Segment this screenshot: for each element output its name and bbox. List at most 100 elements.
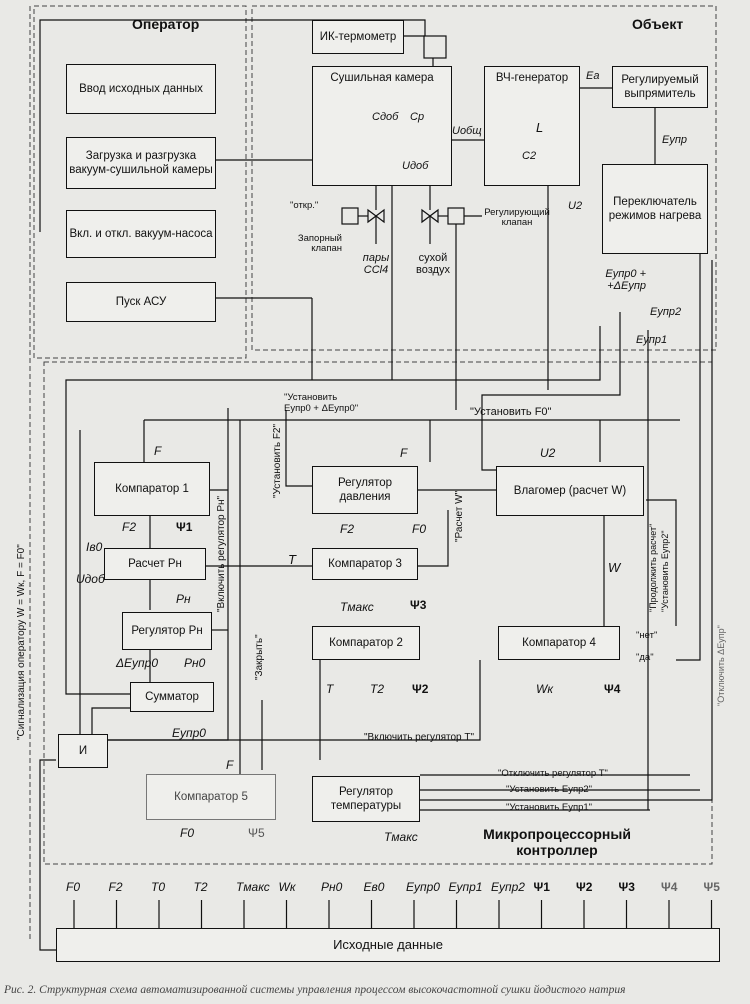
label-shutoff-valve: Запорный клапан <box>297 233 342 254</box>
label-control-valve: Регулирующий клапан <box>484 207 550 228</box>
label-cp: Cр <box>410 111 425 123</box>
label-set-eupr2-vertical: "Установить Eупр2" <box>660 530 670 612</box>
source-param-3: T2 <box>193 880 208 894</box>
comparator-5-box: Компаратор 5 <box>146 774 276 820</box>
label-T2-comp2: T2 <box>370 682 385 696</box>
rectifier-box: Регулируемый выпрямитель <box>612 66 708 108</box>
pn-regulator-box: Регулятор Pн <box>122 612 212 650</box>
label-pn0: Pн0 <box>184 656 206 670</box>
label-set-eupr1: "Установить Eупр1" <box>506 802 593 813</box>
label-de-upr0: ΔEупр0 <box>116 656 159 670</box>
label-wk: Wк <box>536 682 553 696</box>
label-uobsh: Uобщ <box>452 125 482 137</box>
source-param-7: Eв0 <box>363 880 385 894</box>
source-param-11: Ψ1 <box>533 880 550 894</box>
pressure-regulator-box: Регулятор давления <box>312 466 418 514</box>
comparator-2-box: Компаратор 2 <box>312 626 420 660</box>
label-F2: F2 <box>122 520 137 534</box>
section-operator-title: Оператор <box>132 16 200 32</box>
label-F-reg: F <box>400 446 408 460</box>
label-psi5: Ψ5 <box>248 826 265 840</box>
label-eupr1: Eупр1 <box>636 334 668 346</box>
label-c2: C2 <box>522 150 537 162</box>
label-set-eupr2: "Установить Eупр2" <box>506 784 593 795</box>
label-set-f2: "Установить F2" <box>272 423 283 498</box>
label-F0-pressure: F0 <box>412 522 427 536</box>
label-close: "Закрыть" <box>254 634 265 680</box>
label-T-comp2: T <box>326 682 334 696</box>
label-otkr: "откр." <box>290 200 319 211</box>
label-eupr0-de: Eупр0 + +ΔEупр <box>605 268 646 292</box>
label-set-eupr0-de0: "Установить Eупр0 + ΔEупр0" <box>284 392 359 414</box>
label-W: W <box>608 560 621 575</box>
label-ea: Eа <box>586 70 600 82</box>
label-disable-de: "Отключить ΔEупр" <box>716 625 726 706</box>
label-u2-moist: U2 <box>540 446 556 460</box>
section-object-title: Объект <box>632 16 684 32</box>
comparator-1-box: Компаратор 1 <box>94 462 210 516</box>
comparator-4-box: Компаратор 4 <box>498 626 620 660</box>
source-param-10: Eупр2 <box>491 880 525 894</box>
label-u2: U2 <box>568 200 583 212</box>
source-param-12: Ψ2 <box>576 880 593 894</box>
source-param-0: F0 <box>66 880 81 894</box>
label-F0-comp5: F0 <box>180 826 195 840</box>
label-T: T <box>288 552 296 567</box>
label-disable-t-regulator: "Отключить регулятор T" <box>498 768 608 779</box>
and-gate-box: И <box>58 734 108 768</box>
source-param-9: Eупр1 <box>448 880 483 894</box>
moisture-meter-box: Влагомер (расчет W) <box>496 466 644 516</box>
temperature-regulator-box: Регулятор температуры <box>312 776 420 822</box>
label-no: "нет" <box>636 630 658 641</box>
label-pn: Pн <box>176 592 191 606</box>
label-eupr0: Eупр0 <box>172 726 206 740</box>
source-param-15: Ψ5 <box>703 880 720 894</box>
label-set-f0: "Установить F0" <box>470 406 552 418</box>
label-operator-signal: "Сигнализация оператору W = Wк, F = F0" <box>16 544 27 740</box>
label-F: F <box>154 444 162 458</box>
drying-chamber-box: Сушильная камера <box>312 66 452 186</box>
start-asu-box: Пуск АСУ <box>66 282 216 322</box>
heating-mode-switch-box: Переключатель режимов нагрева <box>602 164 708 254</box>
ir-thermometer-box: ИК-термометр <box>312 20 404 54</box>
label-tmax-t: Tмакс <box>384 830 418 844</box>
section-controller-title: Микропроцессорный контроллер <box>483 826 631 858</box>
label-udob: Uдоб <box>402 160 429 172</box>
label-yes: "да" <box>636 652 654 663</box>
label-calc-w: "Расчет W" <box>454 490 465 542</box>
label-L: L <box>536 120 544 135</box>
label-F2-pressure: F2 <box>340 522 355 536</box>
label-enable-t-regulator: "Включить регулятор T" <box>364 732 475 743</box>
label-continue-calc: "Продолжить расчет" <box>648 523 658 612</box>
source-param-13: Ψ3 <box>618 880 635 894</box>
source-param-1: F2 <box>108 880 123 894</box>
label-enable-pn-regulator: "Включить регулятор Pн" <box>216 495 227 612</box>
input-data-box: Ввод исходных данных <box>66 64 216 114</box>
adder-box: Сумматор <box>130 682 214 712</box>
load-unload-box: Загрузка и разгрузка вакуум-сушильной ка… <box>66 137 216 189</box>
label-psi4: Ψ4 <box>604 682 621 696</box>
hf-generator-box: ВЧ-генератор <box>484 66 580 186</box>
pump-onoff-box: Вкл. и откл. вакуум-насоса <box>66 210 216 258</box>
source-param-2: T0 <box>151 880 166 894</box>
calc-pn-box: Расчет Pн <box>104 548 206 580</box>
source-param-5: Wк <box>278 880 296 894</box>
label-eupr: Eупр <box>662 134 688 146</box>
label-tmax-3: Tмакс <box>340 600 374 614</box>
label-psi2: Ψ2 <box>412 682 429 696</box>
label-ccl4-vapor: пары CCl4 <box>362 252 390 276</box>
figure-caption: Рис. 2. Структурная схема автоматизирова… <box>4 984 626 996</box>
label-F-comp5: F <box>226 758 234 772</box>
label-udob-ctrl: Uдоб <box>76 572 105 586</box>
source-param-4: Tмакс <box>236 880 270 894</box>
source-param-8: Eупр0 <box>406 880 440 894</box>
label-psi1: Ψ1 <box>176 520 193 534</box>
comparator-3-box: Компаратор 3 <box>312 548 418 580</box>
source-param-6: Pн0 <box>321 880 343 894</box>
label-eupr2: Eупр2 <box>650 306 682 318</box>
source-param-14: Ψ4 <box>661 880 678 894</box>
label-psi3: Ψ3 <box>410 598 427 612</box>
label-cdob: Cдоб <box>372 111 399 123</box>
label-dry-air: сухой воздух <box>416 252 450 276</box>
